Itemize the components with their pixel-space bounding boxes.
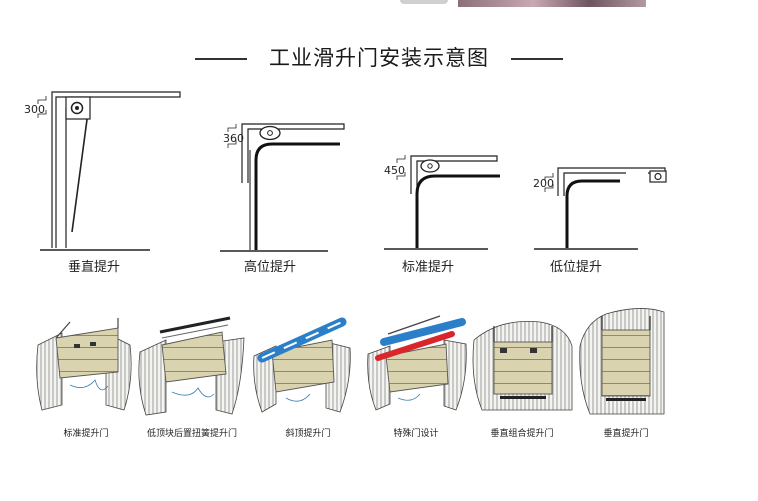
low-lift-diagram: 200 xyxy=(533,167,667,250)
low-curved-track xyxy=(565,179,620,248)
door4-wall-left xyxy=(367,345,391,411)
standard-dim-mark-2 xyxy=(396,172,406,180)
vertical-lift-diagram: 300 xyxy=(24,91,181,251)
door2-spring-bar xyxy=(159,316,231,334)
vertical-dim-mark xyxy=(37,96,47,104)
door3-floor-sketch xyxy=(285,393,311,402)
door1-track xyxy=(55,321,71,339)
high-dimension: 360 xyxy=(223,132,244,145)
door-illustration-vertical xyxy=(579,308,665,415)
diagram-title-text: 工业滑升门安装示意图 xyxy=(269,46,489,70)
standard-dim-mark xyxy=(396,155,406,163)
standard-lift-diagram: 450 xyxy=(384,155,500,250)
top-photo-edge xyxy=(400,0,448,4)
vertical-track xyxy=(51,91,181,248)
door5-threshold xyxy=(500,396,546,399)
door3-spring-highlight xyxy=(261,321,343,359)
door-illustration-special xyxy=(367,315,467,411)
door-illustration-inclined xyxy=(253,317,351,413)
vertical-dimension: 300 xyxy=(24,103,45,116)
standard-curved-track xyxy=(415,174,500,248)
door-caption-inclined: 斜顶提升门 xyxy=(285,429,331,439)
lift-label-standard: 标准提升 xyxy=(401,260,454,275)
door6-panel xyxy=(601,329,651,397)
door4-panel xyxy=(385,343,449,393)
door1-floor-sketch xyxy=(69,379,109,391)
door1-panel xyxy=(55,327,119,379)
door2-panel xyxy=(161,331,227,383)
door2-wall-left xyxy=(138,339,167,416)
door-caption-vertical: 垂直提升门 xyxy=(603,429,649,439)
door4-track xyxy=(387,315,441,335)
door-caption-standard: 标准提升门 xyxy=(63,429,109,439)
door1-window-2 xyxy=(90,342,96,346)
standard-track-outer xyxy=(410,155,498,194)
door2-track xyxy=(161,324,229,339)
title-rule-right xyxy=(511,58,563,60)
high-dim-mark xyxy=(227,124,237,132)
door1-window xyxy=(74,344,80,348)
door3-panel xyxy=(271,339,335,393)
door2-floor-sketch xyxy=(171,387,215,398)
door4-spring-red xyxy=(375,331,455,361)
standard-spring-axle xyxy=(427,163,433,169)
vertical-spring-axle xyxy=(75,106,79,110)
top-photo-fragment xyxy=(458,0,646,7)
door4-wall-right xyxy=(443,339,467,411)
high-dim-mark-2 xyxy=(227,140,237,148)
door-caption-special: 特殊门设计 xyxy=(393,429,439,439)
lift-label-vertical: 垂直提升 xyxy=(67,260,120,275)
high-track-outer xyxy=(241,123,345,183)
low-spring-drum xyxy=(654,172,662,181)
door1-wall-left xyxy=(36,332,63,411)
door5-window xyxy=(500,348,507,353)
standard-dimension: 450 xyxy=(384,164,405,177)
title-rule-left xyxy=(195,58,247,60)
door-illustration-vertical-combo xyxy=(472,321,573,411)
door-illustration-low-rear-spring xyxy=(138,316,245,416)
door5-window-2 xyxy=(530,348,537,353)
door4-floor-sketch xyxy=(397,393,421,401)
lift-label-low: 低位提升 xyxy=(549,260,602,275)
low-dimension: 200 xyxy=(533,177,554,190)
high-spring-axle xyxy=(267,130,273,136)
vertical-dim-mark-2 xyxy=(37,110,47,118)
high-lift-diagram: 360 xyxy=(220,123,345,252)
door3-wall-left xyxy=(253,345,277,413)
vertical-door-panel xyxy=(71,111,89,233)
low-dim-mark-2 xyxy=(544,184,554,192)
door-caption-vertical-combo: 垂直组合提升门 xyxy=(490,429,554,439)
diagram-title: 工业滑升门安装示意图 xyxy=(0,42,758,72)
high-curved-track xyxy=(254,142,340,250)
low-dim-mark xyxy=(544,173,554,181)
door-illustration-standard xyxy=(36,318,132,411)
lift-label-high: 高位提升 xyxy=(243,260,296,275)
door-caption-low-rear-spring: 低顶块后置扭簧提升门 xyxy=(146,429,237,439)
door4-spring-blue xyxy=(380,318,466,346)
door6-threshold xyxy=(606,398,646,401)
